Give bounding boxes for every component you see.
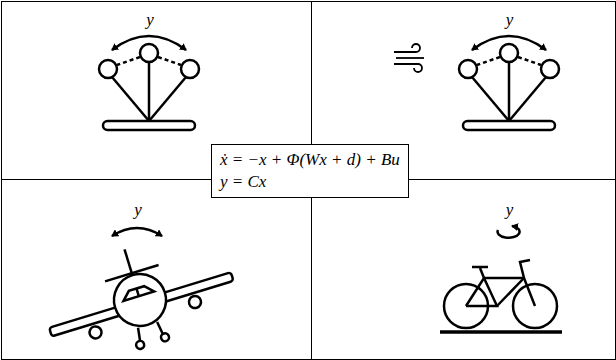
output-label: y — [506, 11, 514, 28]
pendulum-icon — [99, 36, 199, 130]
equation-box: ẋ = −x + Φ(Wx + d) + Buy = Cx — [211, 144, 409, 198]
output-label: y — [506, 201, 514, 218]
bicycle-icon — [440, 226, 562, 332]
scenario-panel: y — [1, 179, 312, 360]
scenario-panel: y — [311, 179, 616, 360]
equation-line: y = Cx — [220, 171, 400, 193]
output-label: y — [146, 11, 154, 28]
pendulum-wind-icon — [394, 36, 559, 130]
equation-line: ẋ = −x + Φ(Wx + d) + Bu — [220, 149, 400, 171]
output-label: y — [134, 201, 142, 218]
airplane-icon — [34, 222, 245, 360]
